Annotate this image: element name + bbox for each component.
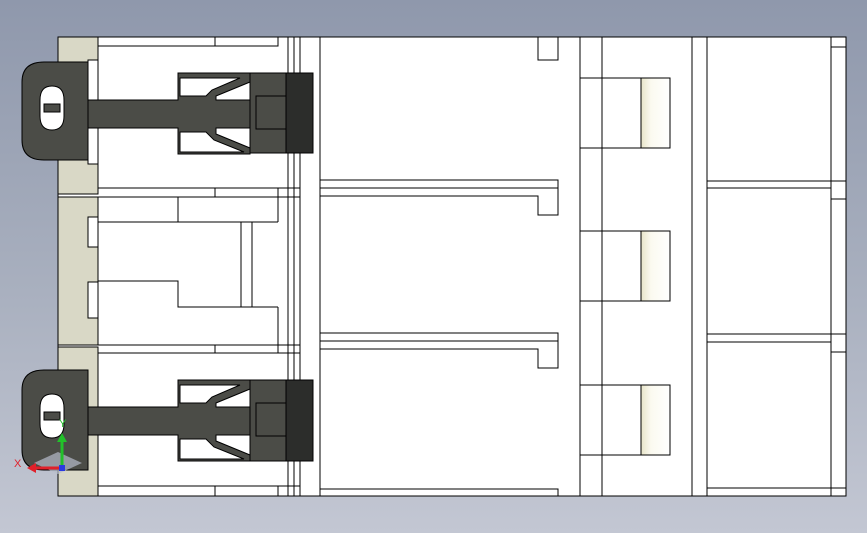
y-axis-arrowhead <box>57 433 67 442</box>
x-axis-arrowhead <box>27 463 36 473</box>
far-right-grid <box>691 36 847 497</box>
shaded-slots <box>601 77 671 456</box>
terminal-assembly-top <box>21 61 314 161</box>
x-axis-label: X <box>14 458 22 470</box>
coordinate-triad: X Y <box>14 418 82 474</box>
terminal-assembly-bottom <box>21 369 314 471</box>
long-slots <box>319 36 559 497</box>
z-axis-marker <box>59 465 65 471</box>
y-axis-label: Y <box>59 418 67 430</box>
middle-connector <box>87 197 279 345</box>
